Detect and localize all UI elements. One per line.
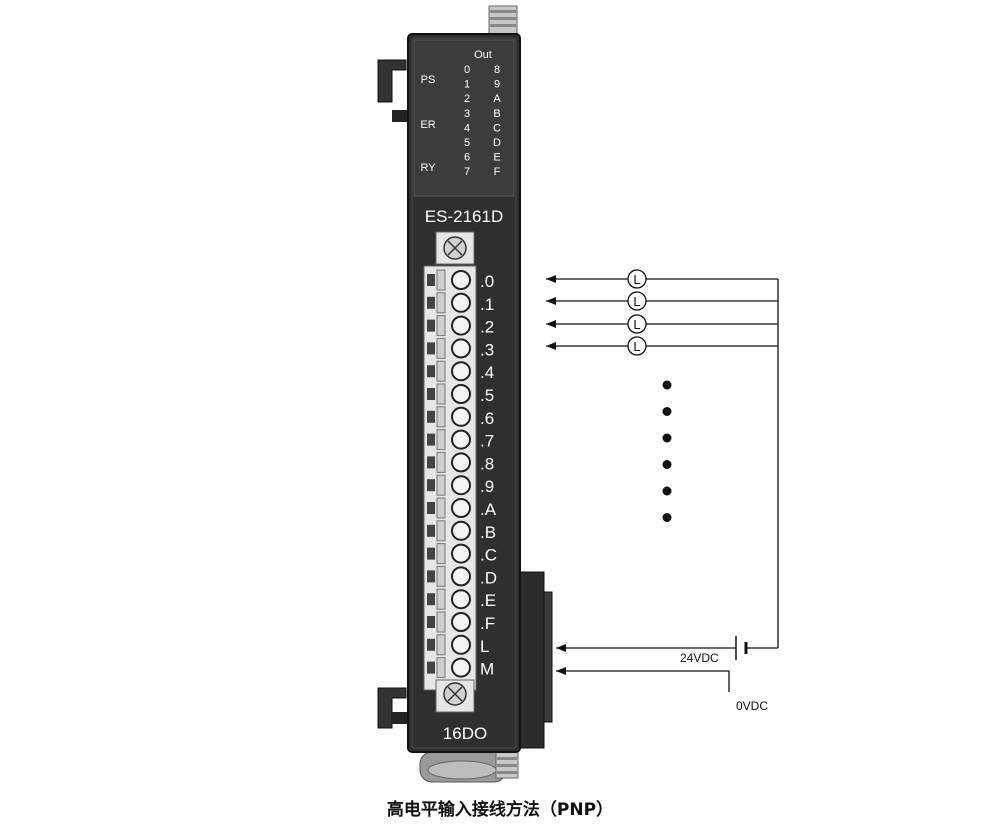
terminal-1[interactable]: .1: [427, 292, 494, 314]
led-status-ps: PS: [421, 74, 436, 86]
led-status-ry: RY: [420, 162, 436, 174]
ground-label: 0VDC: [736, 699, 768, 713]
side-connector: [517, 571, 545, 749]
led-out-D: D: [493, 137, 501, 149]
terminal-label: .0: [480, 272, 494, 291]
terminal-label: .8: [480, 454, 494, 473]
svg-text:L: L: [633, 317, 640, 332]
ellipsis-dot: [662, 460, 672, 469]
terminal-label: .6: [480, 409, 494, 428]
load-symbol: L: [627, 336, 647, 356]
arrow-head: [546, 275, 556, 283]
terminal-label: .5: [480, 386, 494, 405]
terminal-label: .9: [480, 477, 494, 496]
led-out-4: 4: [464, 122, 470, 134]
ellipsis-dot: [662, 486, 672, 496]
terminal-m[interactable]: M: [427, 657, 494, 679]
terminal-l[interactable]: L: [427, 634, 489, 656]
arrow-head: [546, 297, 556, 305]
ellipsis-dot: [662, 513, 672, 522]
terminal-c[interactable]: .C: [427, 543, 497, 565]
terminal-label: .2: [480, 318, 494, 337]
terminal-label: .7: [480, 432, 494, 451]
led-out-2: 2: [464, 93, 470, 105]
arrow-head: [556, 667, 566, 675]
led-out-header: Out: [474, 49, 492, 61]
terminal-label: .D: [480, 568, 497, 587]
ellipsis-dot: [662, 433, 672, 443]
led-out-0: 0: [464, 64, 470, 76]
terminal-a[interactable]: .A: [427, 497, 497, 519]
terminal-2[interactable]: .2: [427, 315, 494, 337]
supply-label: 24VDC: [680, 651, 719, 665]
terminal-label: .1: [480, 295, 494, 314]
led-status-er: ER: [420, 119, 435, 131]
arrow-head: [546, 342, 556, 350]
top-screw: [488, 5, 518, 37]
terminal-6[interactable]: .6: [427, 406, 494, 428]
terminal-9[interactable]: .9: [427, 474, 494, 496]
terminal-0[interactable]: .0: [427, 269, 494, 291]
led-out-A: A: [493, 93, 501, 105]
terminal-label: .F: [480, 614, 495, 633]
terminal-e[interactable]: .E: [427, 588, 496, 610]
led-out-9: 9: [494, 79, 500, 91]
terminal-label: .B: [480, 523, 496, 542]
led-out-5: 5: [464, 137, 470, 149]
terminal-screw-top: [443, 236, 467, 260]
model-label: ES-2161D: [425, 207, 503, 226]
led-out-8: 8: [494, 64, 500, 76]
terminal-label: .C: [480, 546, 497, 565]
terminal-label: L: [480, 637, 489, 656]
terminal-d[interactable]: .D: [427, 565, 497, 587]
load-symbol: L: [627, 269, 647, 289]
led-out-F: F: [494, 166, 501, 178]
ground-wire-m: [556, 670, 730, 692]
load-symbol: L: [627, 314, 647, 334]
led-out-3: 3: [464, 108, 470, 120]
caption: 高电平输入接线方法（PNP）: [386, 800, 614, 820]
mounting-hook-top: [377, 59, 410, 122]
arrow-head: [546, 320, 556, 328]
terminal-label: .A: [480, 500, 497, 519]
ellipsis-dot: [662, 407, 672, 416]
svg-text:L: L: [633, 339, 640, 354]
led-panel: [413, 39, 515, 197]
led-out-C: C: [493, 122, 501, 134]
led-out-6: 6: [464, 152, 470, 164]
led-out-E: E: [493, 152, 500, 164]
terminal-label: .3: [480, 340, 494, 359]
dc-supply-symbol: [735, 636, 748, 660]
arrow-head: [556, 644, 566, 652]
terminal-label: .4: [480, 363, 494, 382]
load-symbol: L: [627, 291, 647, 311]
terminal-7[interactable]: .7: [427, 429, 494, 451]
terminal-8[interactable]: .8: [427, 451, 494, 473]
terminal-3[interactable]: .3: [427, 337, 494, 359]
terminal-f[interactable]: .F: [427, 611, 495, 633]
led-out-B: B: [493, 108, 500, 120]
din-rail-clamp: [419, 751, 519, 783]
svg-text:L: L: [633, 294, 640, 309]
mounting-hook-bottom: [377, 687, 410, 729]
terminal-5[interactable]: .5: [427, 383, 494, 405]
led-out-7: 7: [464, 166, 470, 178]
ellipsis-dot: [662, 380, 672, 390]
terminal-label: M: [480, 660, 494, 679]
type-label: 16DO: [443, 724, 487, 743]
terminal-4[interactable]: .4: [427, 360, 494, 382]
terminal-screw-bottom: [443, 682, 467, 706]
terminal-b[interactable]: .B: [427, 520, 496, 542]
led-out-1: 1: [464, 79, 470, 91]
svg-text:L: L: [633, 272, 640, 287]
terminal-label: .E: [480, 591, 496, 610]
